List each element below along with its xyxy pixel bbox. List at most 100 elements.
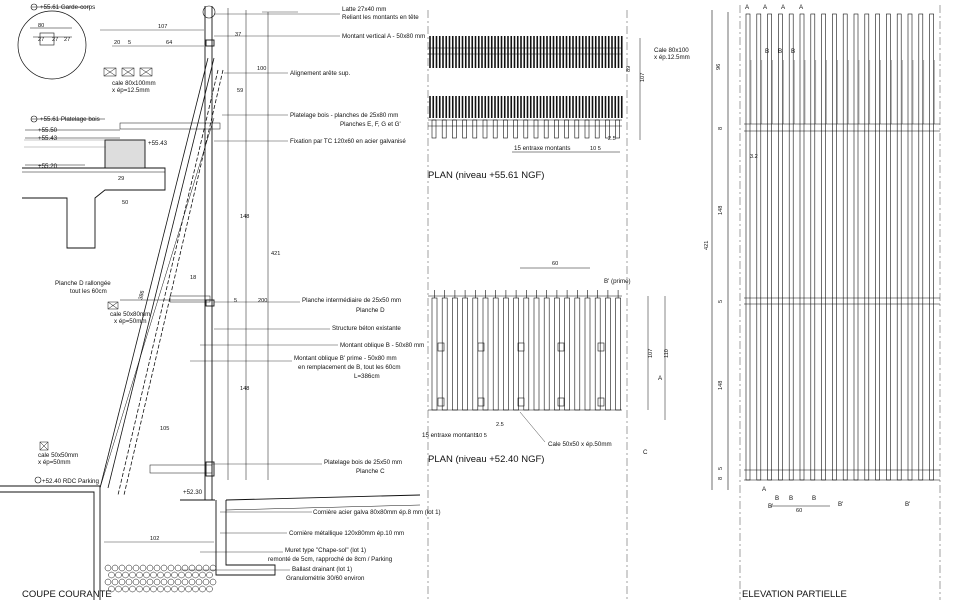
svg-text:B': B' xyxy=(768,503,773,510)
svg-text:3.2: 3.2 xyxy=(750,154,758,160)
svg-text:20: 20 xyxy=(114,40,120,46)
label-ballast2: Granulométrie 30/60 environ xyxy=(286,575,365,582)
svg-text:A: A xyxy=(762,486,767,493)
label-latte: Latte 27x40 mm xyxy=(342,6,386,13)
label-montant-b: Montant oblique B - 50x80 mm xyxy=(340,342,424,349)
label-alignement: Alignement arête sup. xyxy=(290,70,350,77)
section-view: 80 27 27 27 +55.61 Garde-corps +55.61 Pl… xyxy=(0,3,441,600)
label-cale-5050b: x ép=50mm xyxy=(38,459,71,466)
svg-text:B: B xyxy=(778,48,782,55)
label-planche-d-rall: Planche D rallongée xyxy=(55,280,111,287)
svg-text:29: 29 xyxy=(118,176,124,182)
label-muret2: remonté de 5cm, rapproché de 8cm / Parki… xyxy=(268,556,393,563)
svg-text:421: 421 xyxy=(704,241,710,250)
svg-text:89: 89 xyxy=(626,66,632,72)
plan-bottom: 60 B' (prime) A C 107 110 15 entraxe mon… xyxy=(422,261,670,465)
svg-text:105: 105 xyxy=(160,426,169,432)
svg-text:148: 148 xyxy=(718,381,724,390)
svg-text:B': B' xyxy=(905,501,910,508)
label-platelage2: Planches E, F, G et G' xyxy=(340,121,401,128)
level-5550: +55.50 xyxy=(38,127,58,134)
plan-top-entraxe: 15 entraxe montants xyxy=(514,145,570,152)
ballast-gravel xyxy=(104,564,217,593)
label-cale-50b: x ép=50mm xyxy=(114,318,147,325)
svg-text:B: B xyxy=(791,48,795,55)
svg-text:386: 386 xyxy=(138,290,146,301)
svg-text:B: B xyxy=(775,495,779,502)
svg-text:5: 5 xyxy=(128,40,131,46)
svg-text:200: 200 xyxy=(258,298,267,304)
level-5543b: +55.43 xyxy=(148,140,168,147)
label-platelage-c2: Planche C xyxy=(356,468,385,475)
svg-text:18: 18 xyxy=(190,275,196,281)
label-cale-80: cale 80x100mm xyxy=(112,80,156,87)
label-latte2: Reliant les montants en tête xyxy=(342,14,419,21)
svg-text:8: 8 xyxy=(718,127,724,130)
label-cale-80b: x ép=12.5mm xyxy=(112,87,150,94)
label-planche-d-rall2: tout les 60cm xyxy=(70,288,107,295)
svg-text:148: 148 xyxy=(240,386,249,392)
title-plan-top: PLAN (niveau +55.61 NGF) xyxy=(428,170,544,181)
svg-text:110: 110 xyxy=(664,349,670,358)
plan-top-cale2: x ép.12.5mm xyxy=(654,54,690,61)
title-plan-bottom: PLAN (niveau +52.40 NGF) xyxy=(428,454,544,465)
svg-text:421: 421 xyxy=(271,251,280,257)
plan-bottom-mark-a: A xyxy=(658,375,663,382)
label-planche-inter2: Planche D xyxy=(356,307,385,314)
label-corniere-met: Cornière métallique 120x80mm ép.10 mm xyxy=(289,530,404,537)
plan-top-cale: Cale 80x100 xyxy=(654,47,689,54)
svg-text:2.5: 2.5 xyxy=(496,422,504,428)
svg-text:107: 107 xyxy=(640,73,646,82)
svg-text:96: 96 xyxy=(716,64,722,70)
svg-text:100: 100 xyxy=(257,66,266,72)
level-5543: +55.43 xyxy=(38,135,58,142)
label-muret: Muret type "Chape-sol" (lot 1) xyxy=(285,547,366,554)
svg-text:27: 27 xyxy=(64,37,70,43)
svg-text:50: 50 xyxy=(122,200,128,206)
title-section: COUPE COURANTE xyxy=(22,589,112,600)
label-montant-bp: Montant oblique B' prime - 50x80 mm xyxy=(294,355,397,362)
level-platelage: +55.61 Platelage bois xyxy=(40,116,100,123)
label-platelage-c: Platelage bois de 25x50 mm xyxy=(324,459,402,466)
plan-bottom-entraxe: 15 entraxe montants xyxy=(422,432,478,439)
svg-text:148: 148 xyxy=(240,214,249,220)
svg-text:8: 8 xyxy=(718,477,724,480)
label-ballast: Ballast drainant (lot 1) xyxy=(292,566,352,573)
svg-text:A: A xyxy=(799,4,804,11)
svg-text:5: 5 xyxy=(718,300,724,303)
svg-text:5: 5 xyxy=(234,298,237,304)
detail-dim-80: 80 xyxy=(38,23,44,29)
svg-text:37: 37 xyxy=(235,32,241,38)
level-5230: +52.30 xyxy=(183,489,203,496)
svg-text:27: 27 xyxy=(38,37,44,43)
svg-text:59: 59 xyxy=(237,88,243,94)
title-elevation: ELEVATION PARTIELLE xyxy=(742,589,847,600)
label-montant-bp3: L=386cm xyxy=(354,373,380,380)
svg-text:A: A xyxy=(781,4,786,11)
label-structure: Structure béton existante xyxy=(332,325,401,332)
level-parking: +52.40 RDC Parking xyxy=(42,478,99,485)
label-platelage: Platelage bois - planches de 25x80 mm xyxy=(290,112,398,119)
plan-bottom-cale: Cale 50x50 x ép.50mm xyxy=(548,441,612,448)
plan-top: Cale 80x100 x ép.12.5mm 15 entraxe monta… xyxy=(427,10,690,600)
svg-text:64: 64 xyxy=(166,40,172,46)
svg-text:107: 107 xyxy=(158,24,167,30)
svg-text:107: 107 xyxy=(648,349,654,358)
svg-text:10 5: 10 5 xyxy=(476,433,487,439)
elevation-view: 96 8 148 5 148 5 8 421 3.2 60 A A A A B … xyxy=(704,4,941,600)
level-garde-corps: +55.61 Garde-corps xyxy=(40,4,95,11)
svg-text:60: 60 xyxy=(796,508,802,514)
level-5520: +55.20 xyxy=(38,163,58,170)
svg-text:148: 148 xyxy=(718,206,724,215)
label-fixation: Fixation par TC 120x60 en acier galvanis… xyxy=(290,138,406,145)
svg-text:B: B xyxy=(765,48,769,55)
svg-text:A: A xyxy=(745,4,750,11)
label-montant-a: Montant vertical A - 50x80 mm xyxy=(342,33,425,40)
plan-bottom-mark-c: C xyxy=(643,449,648,456)
label-montant-bp2: en remplacement de B, tout les 60cm xyxy=(298,364,401,371)
svg-text:10 5: 10 5 xyxy=(590,146,601,152)
svg-text:27: 27 xyxy=(52,37,58,43)
svg-text:2.5: 2.5 xyxy=(608,136,616,142)
plan-bottom-bprime: B' (prime) xyxy=(604,278,631,285)
